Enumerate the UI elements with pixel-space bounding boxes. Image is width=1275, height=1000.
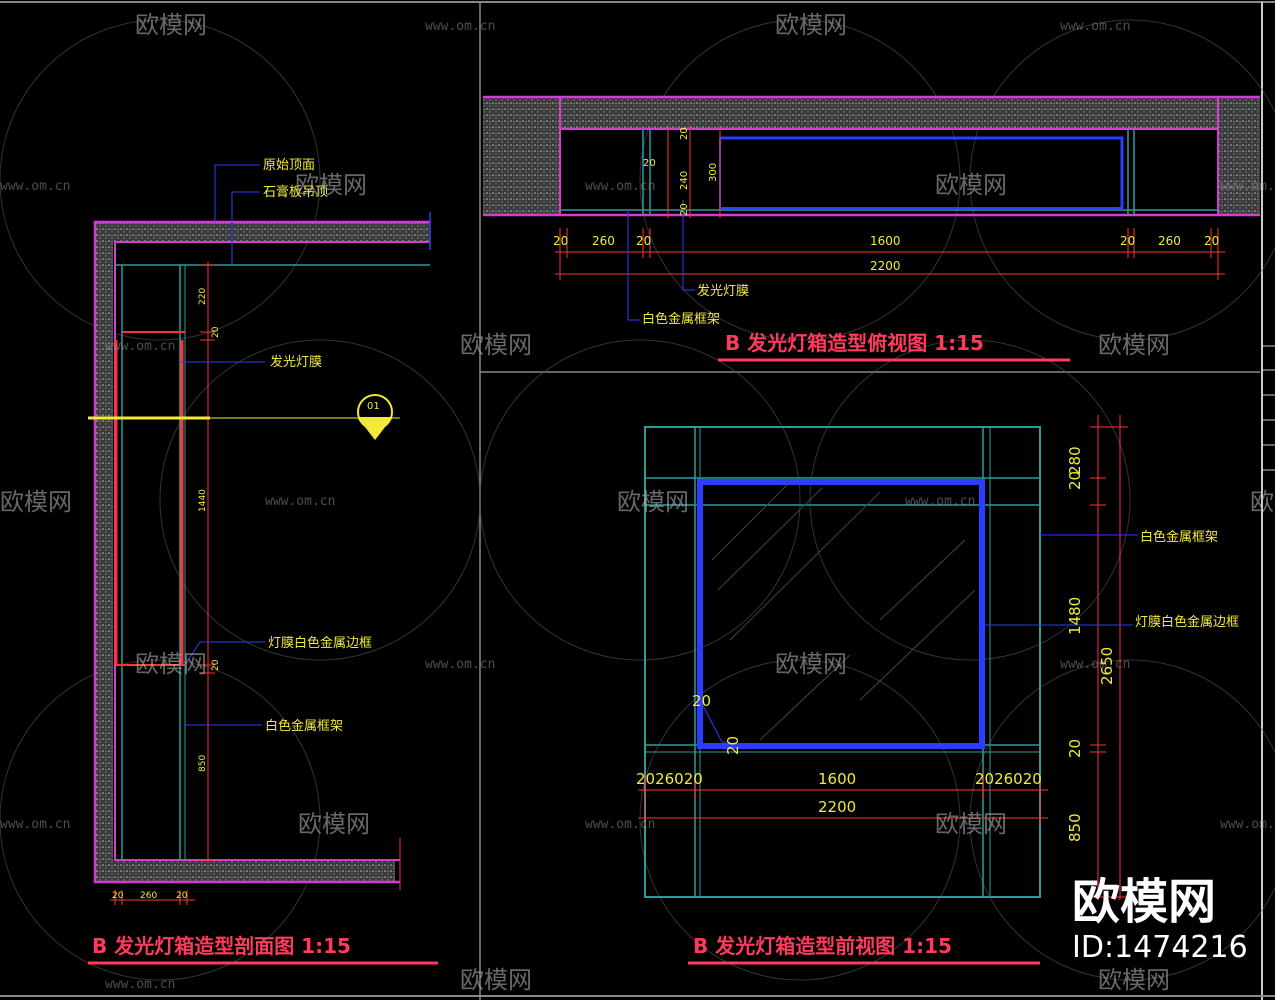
watermark-brand: 欧模网 [135,650,207,678]
section-dim-v1: 220 [198,288,208,305]
watermark-url: www.om.cn [585,179,655,194]
front-dim-right: 2026020 [975,770,1042,788]
watermark-url: www.om.cn [265,494,335,509]
watermark-brand: 欧模网 [1098,966,1170,994]
watermark-brand-large: 欧模网 [1072,874,1216,930]
top-dim-h3: 1600 [870,234,901,248]
top-note-lightfilm: 发光灯膜 [697,283,749,299]
watermark-brand: 欧模网 [775,11,847,39]
watermark-url: www.om.cn [1220,817,1275,832]
front-note-film-frame: 灯膜白色金属边框 [1135,614,1239,630]
top-dim-v0: 20 [679,127,690,140]
front-dim-v4: 850 [1066,813,1084,842]
top-dim-h5: 260 [1158,234,1181,248]
front-lightbox-frame [697,479,985,749]
front-dim-overall: 2650 [1098,647,1116,685]
section-note-lightfilm: 发光灯膜 [270,354,322,370]
top-view [483,95,1260,321]
top-view-text: 20 260 20 1600 20 260 20 2200 20 20 240 … [553,127,1219,362]
front-view-title: B 发光灯箱造型前视图 1:15 [693,934,952,958]
watermark-brand: 欧模网 [935,810,1007,838]
top-dim-h0: 20 [553,234,568,248]
top-note-metal-frame: 白色金属框架 [642,311,720,327]
top-dim-v2: 240 [679,171,690,190]
watermark-brand: 欧模网 [460,331,532,359]
watermark-url: www.om.cn [1060,19,1130,34]
section-dim-v2: 20 [211,326,221,338]
watermark-circles [0,19,1275,981]
watermark-brand: 欧模网 [460,966,532,994]
watermark-brand: 欧模网 [935,171,1007,199]
section-ceiling-hatch [95,222,430,242]
top-dim-h4: 20 [1120,234,1135,248]
watermark-url: www.om.cn [905,494,975,509]
top-dim-v4: 300 [708,163,719,182]
section-view [88,164,431,905]
watermark-brand: 欧模网 [775,650,847,678]
watermark-url: www.om.cn [425,19,495,34]
section-marker-label: 01 [367,401,380,412]
front-view-text: 白色金属框架 灯膜白色金属边框 2026020 1600 2026020 220… [636,446,1239,965]
front-dim-v1: 280 [1066,446,1084,475]
watermark-url: www.om.cn [0,817,70,832]
watermark-url: www.om.cn [585,817,655,832]
section-floor-hatch [95,860,395,882]
watermark-brand: 欧模网 [1098,331,1170,359]
watermark-brand: 欧模网 [298,810,370,838]
front-dim-v3: 20 [1066,739,1084,758]
top-dim-total: 2200 [870,259,901,273]
watermark-brand: 欧模网 [135,11,207,39]
front-dim-left: 2026020 [636,770,703,788]
section-dim-v5: 850 [198,755,208,772]
watermark-url: www.om.cn [105,339,175,354]
top-dim-h1: 260 [592,234,615,248]
section-wall-hatch [95,222,113,882]
watermark-brand: 欧模网 [617,488,689,516]
front-dim-total: 2200 [818,798,856,816]
watermark-url: www.om.cn [0,179,70,194]
watermark-brand: 欧模网 [0,488,72,516]
top-dim-h2: 20 [636,234,651,248]
section-view-text: 原始顶面 石膏板吊顶 发光灯膜 灯膜白色金属边框 白色金属框架 01 20 26… [88,158,438,965]
section-view-title: B 发光灯箱造型剖面图 1:15 [92,934,351,958]
watermarks: 欧模网 欧模网 欧模网 欧模网 欧模网 欧模网 欧模网 欧模网 欧模网 欧模网 … [0,11,1275,994]
front-dim-v0: 20 [1066,471,1084,490]
section-dim-v4: 20 [211,659,221,671]
section-marker-arrow [358,418,392,440]
front-dim-inner-2: 20 [724,736,742,755]
front-note-metal-frame: 白色金属框架 [1140,529,1218,545]
section-note-ceiling: 原始顶面 [263,158,315,173]
watermark-url: www.om.cn [425,657,495,672]
watermark-id: ID:1474216 [1072,930,1248,965]
front-dim-v2: 1480 [1066,597,1084,635]
section-dim-left: 20 [112,891,124,901]
top-view-title: B 发光灯箱造型俯视图 1:15 [725,331,984,355]
top-dim-v1: 20 [643,158,656,169]
section-dim-mid: 260 [140,891,157,901]
front-dim-mid: 1600 [818,770,856,788]
front-view [638,415,1138,900]
watermark-url: www.om.cn [105,977,175,992]
top-dim-h6: 20 [1204,234,1219,248]
section-dim-v3: 1440 [198,489,208,512]
watermark-url: www.om.cn [1220,179,1275,194]
top-dim-v3: 20 [679,203,690,216]
section-note-gypsum: 石膏板吊顶 [263,184,328,200]
section-dim-right: 20 [176,891,188,901]
section-note-film-frame: 灯膜白色金属边框 [268,635,372,651]
watermark-url: www.om.cn [1060,657,1130,672]
watermark-brand: 欧模网 [295,171,367,199]
section-note-metal-frame: 白色金属框架 [265,718,343,734]
front-dim-inner-1: 20 [692,692,711,710]
watermark-brand: 欧模网 [1250,488,1275,516]
